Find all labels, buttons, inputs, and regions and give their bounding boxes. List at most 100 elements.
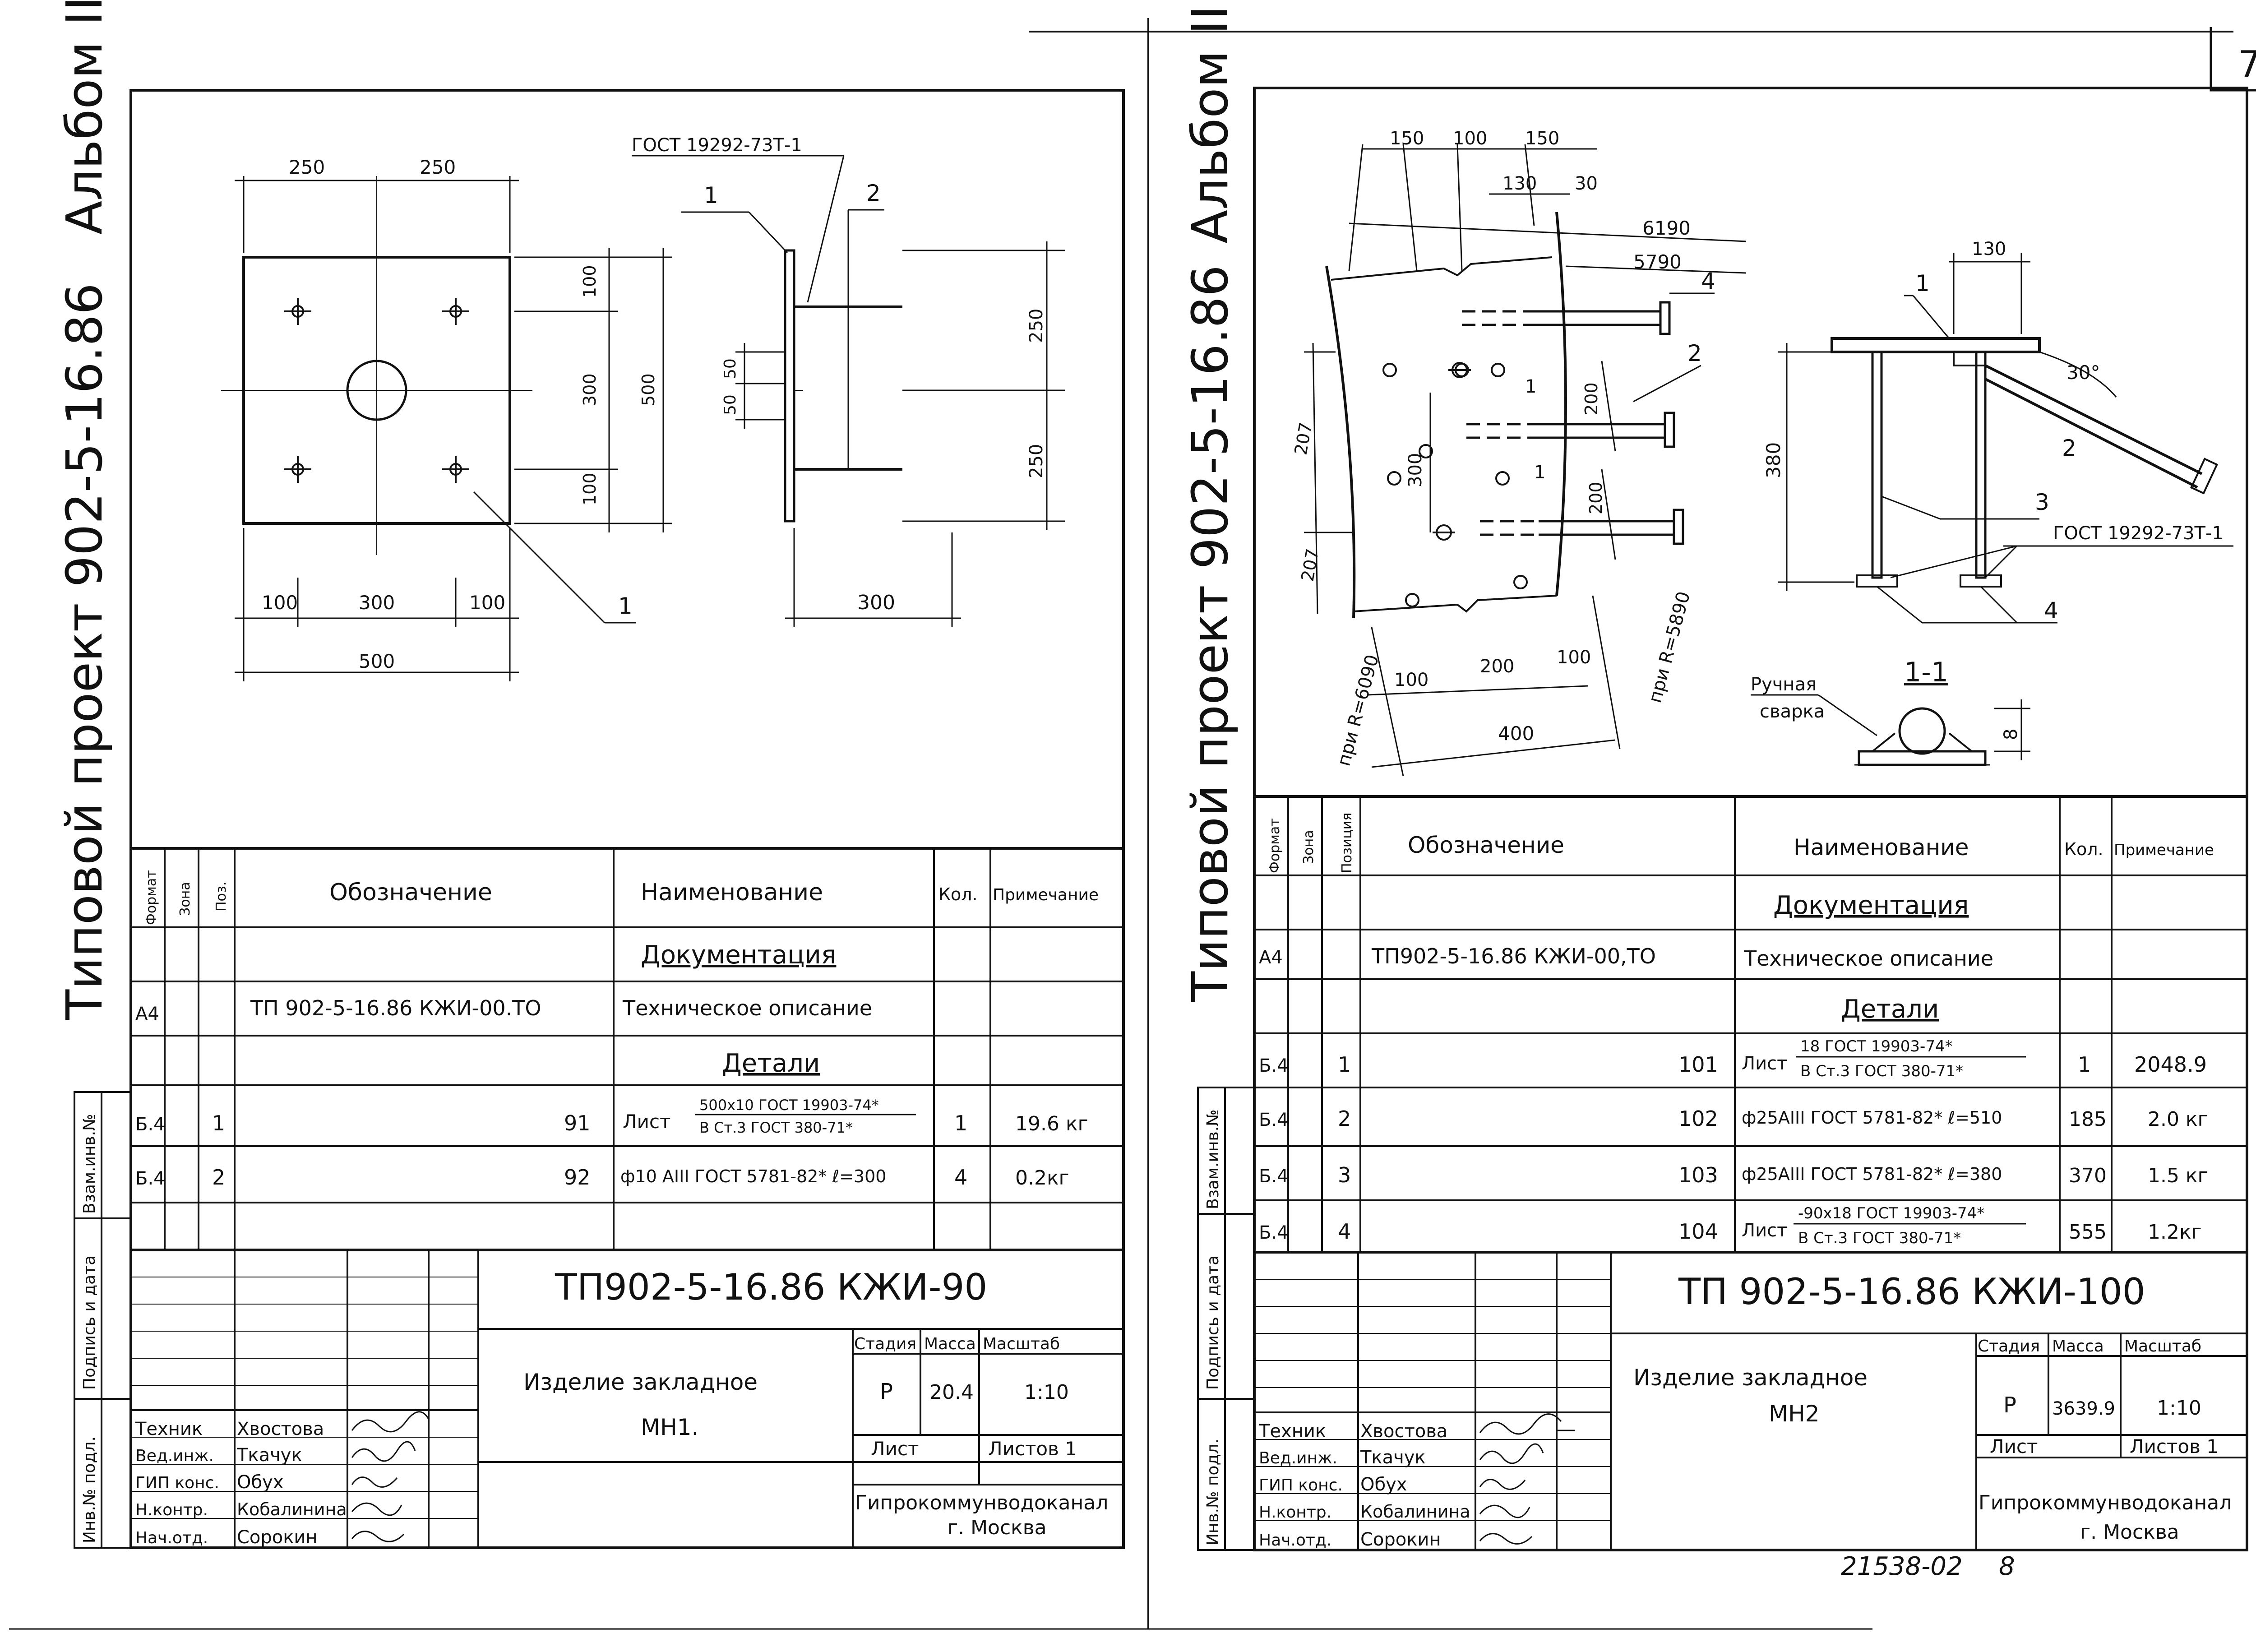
- spec-table-right: Формат Зона Позиция Обозначение Наименов…: [1253, 795, 2248, 1254]
- row3-qty: 4: [954, 1165, 967, 1189]
- title-block-right: ТП 902-5-16.86 КЖИ-100 Изделие закладное…: [1253, 1251, 2248, 1551]
- row2-name-bot: В Ст.3 ГОСТ 380-71*: [1800, 1062, 1963, 1080]
- row1-designation: ТП902-5-16.86 КЖИ-00,ТО: [1371, 944, 1656, 968]
- dim-b4: 400: [1498, 722, 1534, 745]
- svg-text:ГИП конс.: ГИП конс.: [135, 1474, 219, 1492]
- row5-format: Б.4: [1259, 1222, 1289, 1243]
- row4-note: 1.5 кг: [2148, 1164, 2208, 1187]
- sec-label-1: 1: [1915, 270, 1930, 296]
- dim-right-c: 100: [580, 472, 600, 505]
- row5-pos: 4: [1338, 1219, 1351, 1244]
- hdr-qty: Кол.: [2064, 839, 2103, 859]
- row2-designation: 101: [1678, 1052, 1718, 1077]
- svg-text:ГИП конс.: ГИП конс.: [1259, 1476, 1343, 1495]
- row3-note: 0.2кг: [1015, 1166, 1069, 1189]
- tb-sheet-label: Лист: [871, 1438, 919, 1460]
- label-4: 4: [1701, 268, 1715, 294]
- tb-mass: 20.4: [929, 1381, 974, 1404]
- section-docs: Документация: [1773, 891, 1969, 920]
- studs: [1462, 301, 1684, 545]
- row2-name: Лист: [623, 1111, 670, 1133]
- signatures: [1479, 1413, 1575, 1545]
- row5-note: 1.2кг: [2148, 1221, 2202, 1244]
- dim-v5: 200: [1586, 481, 1606, 514]
- dim-rad2: при R=5890: [1645, 589, 1694, 705]
- tb-mass: 3639.9: [2052, 1398, 2115, 1419]
- row2-designation: 91: [564, 1111, 591, 1135]
- dim-side-b: 50: [721, 394, 740, 415]
- row2-qty: 1: [2078, 1052, 2091, 1077]
- section-parts: Детали: [722, 1049, 820, 1078]
- row3-format: Б.4: [1259, 1110, 1289, 1130]
- dim-top-d: 130: [1502, 173, 1537, 194]
- dim-right-b: 300: [580, 373, 600, 406]
- gost-ref-left: ГОСТ 19292-73Т-1: [632, 135, 802, 156]
- row4-qty: 370: [2069, 1164, 2107, 1187]
- sec-height: 380: [1762, 442, 1784, 478]
- row5-designation: 104: [1678, 1219, 1718, 1244]
- svg-text:Вед.инж.: Вед.инж.: [135, 1447, 214, 1465]
- svg-text:Хвостова: Хвостова: [1360, 1421, 1447, 1442]
- curved-plan-view: 150 100 150 130 30 6190 5790 207 207 300…: [1291, 128, 1747, 777]
- tb-mass-label: Масса: [2052, 1337, 2104, 1356]
- row2-name-top: 18 ГОСТ 19903-74*: [1800, 1037, 1953, 1055]
- svg-text:Сорокин: Сорокин: [237, 1527, 318, 1548]
- plate-plan-view: 250 250 100 300 100 500 100 300 100 500: [221, 156, 672, 681]
- sec-width: 130: [1972, 239, 2006, 259]
- svg-text:Н.контр.: Н.контр.: [1259, 1503, 1331, 1522]
- side-stamps: Инв.№ подл. Подпись и дата Взам.инв.№: [74, 1091, 132, 1549]
- row2-name-bot: В Ст.3 ГОСТ 380-71*: [699, 1119, 853, 1136]
- dim-b3: 100: [1557, 647, 1591, 668]
- weld-label-2: сварка: [1760, 701, 1825, 722]
- footer-code: 21538-02: [1841, 1552, 1963, 1581]
- tb-org-2: г. Москва: [948, 1516, 1047, 1539]
- dim-rad1: при R=6090: [1333, 652, 1383, 768]
- svg-text:Сорокин: Сорокин: [1360, 1529, 1441, 1550]
- tb-scale-label: Масштаб: [2124, 1337, 2201, 1356]
- row5-name-bot: В Ст.3 ГОСТ 380-71*: [1798, 1229, 1961, 1247]
- stamp-sign: Подпись и дата: [1204, 1255, 1222, 1390]
- row2-name-top: 500x10 ГОСТ 19903-74*: [699, 1097, 879, 1114]
- row2-pos: 1: [212, 1111, 225, 1135]
- leader-2: 2: [866, 180, 881, 206]
- stamp-replace: Взам.инв.№: [1204, 1109, 1222, 1209]
- svg-text:Хвостова: Хвостова: [237, 1419, 324, 1439]
- hdr-zone: Зона: [1301, 830, 1317, 864]
- dim-top-right: 250: [420, 156, 456, 178]
- tb-stage: Р: [880, 1379, 893, 1404]
- svg-text:Техник: Техник: [135, 1419, 203, 1439]
- sec-angle: 30°: [2066, 361, 2100, 384]
- tb-product-1: Изделие закладное: [1633, 1365, 1868, 1391]
- dim-bottom-b: 300: [359, 592, 395, 614]
- svg-text:Нач.отд.: Нач.отд.: [135, 1529, 208, 1547]
- svg-text:Ткачук: Ткачук: [1360, 1447, 1426, 1468]
- anchor-holes: [1382, 362, 1528, 607]
- side-album: Альбом II: [1181, 5, 1239, 244]
- row2-qty: 1: [954, 1111, 967, 1135]
- stamp-inv: Инв.№ подл.: [80, 1436, 99, 1543]
- row1-format: А4: [1259, 947, 1283, 968]
- svg-text:Вед.инж.: Вед.инж.: [1259, 1449, 1337, 1467]
- scan-edges: [9, 18, 2233, 1630]
- leader-1: 1: [704, 182, 718, 208]
- row3-name: ф25АIII ГОСТ 5781-82* ℓ=510: [1742, 1108, 2002, 1128]
- svg-text:Кобалинина: Кобалинина: [237, 1499, 347, 1519]
- sheet-left: Альбом II Типовой проект 902-5-16.86 Инв…: [55, 0, 1125, 1549]
- dim-top-b: 100: [1453, 128, 1487, 149]
- tb-scale-label: Масштаб: [983, 1335, 1060, 1353]
- row2-pos: 1: [1338, 1052, 1351, 1077]
- label-1b: 1: [1534, 462, 1545, 483]
- spec-table-left: Формат Зона Поз. Обозначение Наименовани…: [129, 847, 1125, 1251]
- row3-pos: 2: [212, 1165, 225, 1189]
- dim-v4: 200: [1581, 382, 1601, 415]
- tb-mass-label: Масса: [924, 1335, 976, 1353]
- dim-b1: 100: [1394, 670, 1428, 690]
- row2-note: 19.6 кг: [1015, 1112, 1088, 1135]
- svg-text:Обух: Обух: [1360, 1474, 1407, 1495]
- dim-side-width: 300: [857, 591, 895, 614]
- svg-text:Нач.отд.: Нач.отд.: [1259, 1531, 1331, 1550]
- dim-right-a: 100: [580, 265, 600, 298]
- row3-designation: 102: [1678, 1106, 1718, 1131]
- dim-side-d: 250: [1026, 444, 1047, 478]
- hdr-name: Наименование: [641, 879, 823, 906]
